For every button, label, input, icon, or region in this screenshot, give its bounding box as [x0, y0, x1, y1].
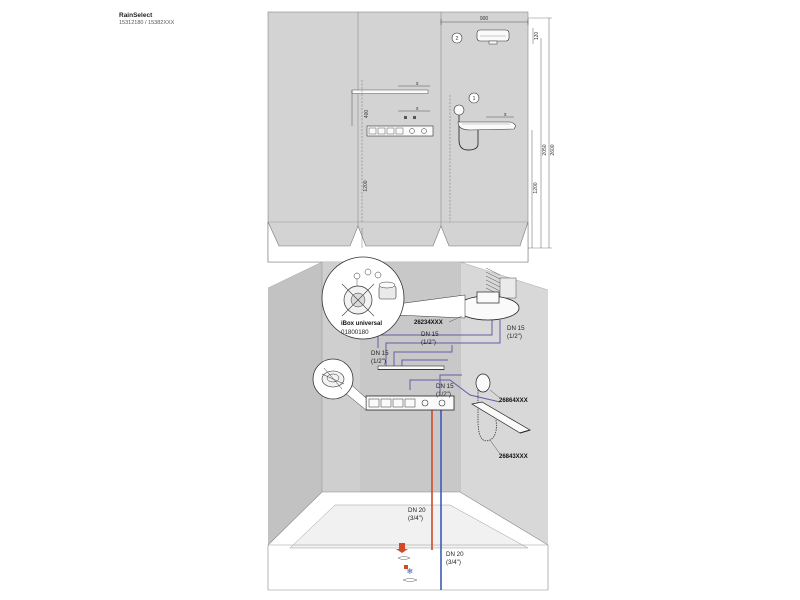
pipe-label-dn15-center-size: (1/2")	[436, 391, 451, 398]
product-title: RainSelect	[119, 12, 153, 19]
left-wall	[268, 262, 322, 545]
pipe-label-dn15-size: (1/2")	[507, 333, 522, 340]
dimension-900: 900	[480, 16, 489, 22]
dimension-1200-right: 1200	[533, 182, 539, 193]
thermostat-control-iso	[365, 395, 455, 411]
ibox-detail-bubble	[321, 256, 466, 340]
supply-label-dn20: DN 20	[408, 507, 426, 514]
dimension-1200-left: 1200	[363, 180, 369, 191]
hand-shower-code: 26864XXX	[499, 398, 528, 404]
bathtub-iso	[267, 491, 549, 591]
thermostat-detail-bubble	[312, 358, 367, 411]
shelf-bar-iso	[377, 365, 445, 370]
cold-water-icon: ❄	[402, 565, 418, 582]
dimension-400: 400	[364, 110, 370, 119]
overhead-shower-code: 26234XXX	[414, 320, 443, 326]
pipe-label-dn15: DN 15	[421, 331, 439, 338]
x-mark: x	[416, 81, 419, 87]
supply-label-dn20-size: (3/4")	[408, 515, 423, 522]
right-wall	[460, 262, 548, 545]
overhead-shower-iso	[456, 267, 520, 321]
pipe-label-dn15-size: (1/2")	[421, 339, 436, 346]
isometric-view: iBox universal 01800180 26234XXX 26864XX…	[267, 256, 549, 591]
x-mark: x	[416, 106, 419, 112]
supply-pipes-purple	[377, 318, 501, 403]
supply-label-dn20: DN 20	[446, 551, 464, 558]
elevation-wall	[267, 11, 529, 263]
svg-text:1: 1	[473, 96, 476, 102]
shelf-iso	[471, 401, 531, 434]
callout-2: 2	[451, 32, 463, 44]
callout-1: 1	[468, 92, 480, 104]
supply-label-dn20-size: (3/4")	[446, 559, 461, 566]
hand-shower-iso	[475, 373, 497, 442]
pipe-label-dn15-center: DN 15	[436, 383, 454, 390]
shelf-bar	[351, 89, 429, 94]
ibox-label: iBox universal	[341, 321, 382, 327]
thermostat-control	[366, 125, 434, 137]
hand-shower	[453, 104, 516, 151]
dimension-2600: 2600	[550, 144, 556, 155]
svg-text:2: 2	[456, 36, 459, 42]
pipe-label-dn15: DN 15	[507, 325, 525, 332]
bathtub-front	[267, 221, 529, 263]
pipe-label-dn15-size: (1/2")	[371, 358, 386, 365]
title-block: RainSelect 15312180 / 15382XXX	[119, 12, 174, 27]
hot-water-icon	[396, 543, 411, 560]
overhead-shower	[476, 29, 510, 45]
dimension-2050: 2050	[542, 144, 548, 155]
shelf-code: 26843XXX	[499, 454, 528, 460]
product-codes: 15312180 / 15382XXX	[119, 20, 175, 26]
ibox-code: 01800180	[341, 329, 369, 336]
dimension-120: 120	[534, 32, 540, 41]
pipe-label-dn15: DN 15	[371, 350, 389, 357]
front-elevation: x x x 2 1 900 120 400 1200 1200 2050 260…	[267, 11, 556, 263]
x-mark: x	[504, 112, 507, 118]
svg-text:❄: ❄	[407, 567, 414, 576]
